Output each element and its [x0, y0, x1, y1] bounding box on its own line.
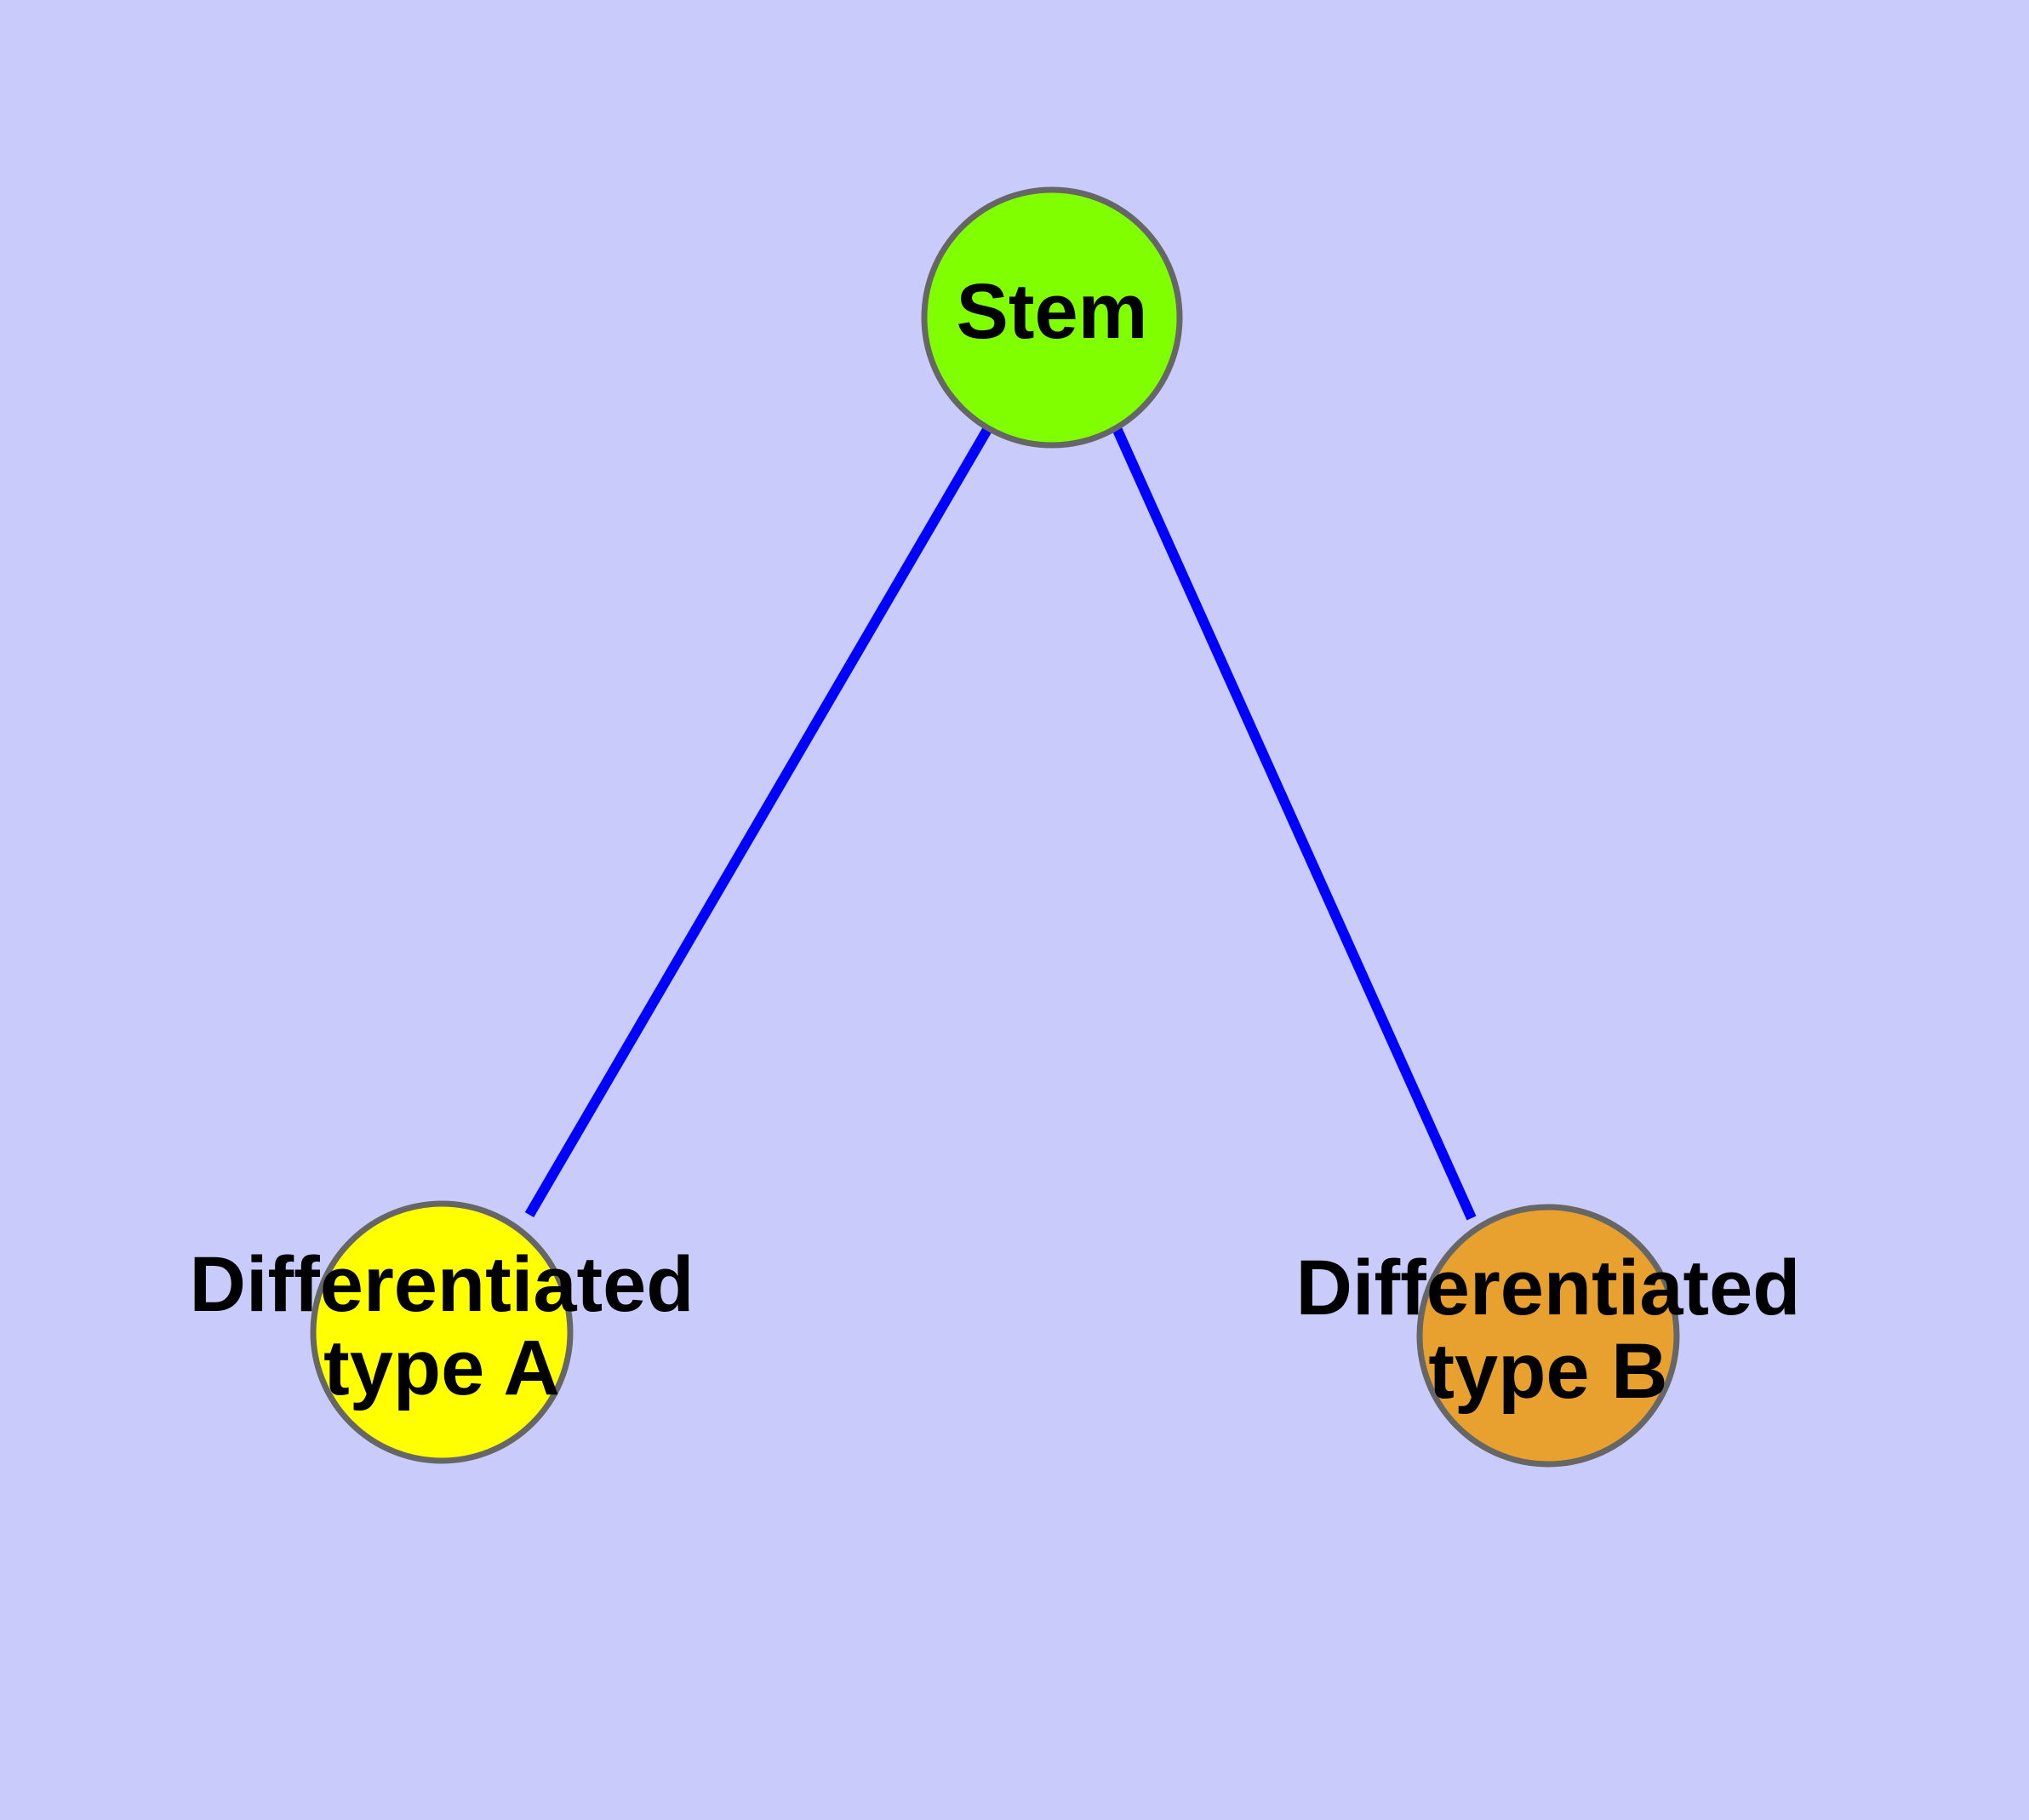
edges-group: [524, 425, 1477, 1221]
graph-node-diff_a[interactable]: [310, 1200, 574, 1464]
node-label-stem: Stem: [957, 268, 1148, 355]
node-label-line: type B: [1428, 1328, 1667, 1415]
node-label-line: Differentiated: [1296, 1245, 1801, 1332]
nodes-group: [310, 186, 1680, 1468]
graph-edge-stem-to-b: [1112, 426, 1477, 1221]
graph-edge-stem-to-a: [524, 425, 993, 1218]
node-label-line: Stem: [957, 268, 1148, 355]
node-label-line: type A: [323, 1325, 560, 1411]
graph-node-stem[interactable]: [921, 186, 1183, 449]
graph-node-diff_b[interactable]: [1416, 1204, 1680, 1468]
node-label-line: Differentiated: [190, 1242, 694, 1329]
